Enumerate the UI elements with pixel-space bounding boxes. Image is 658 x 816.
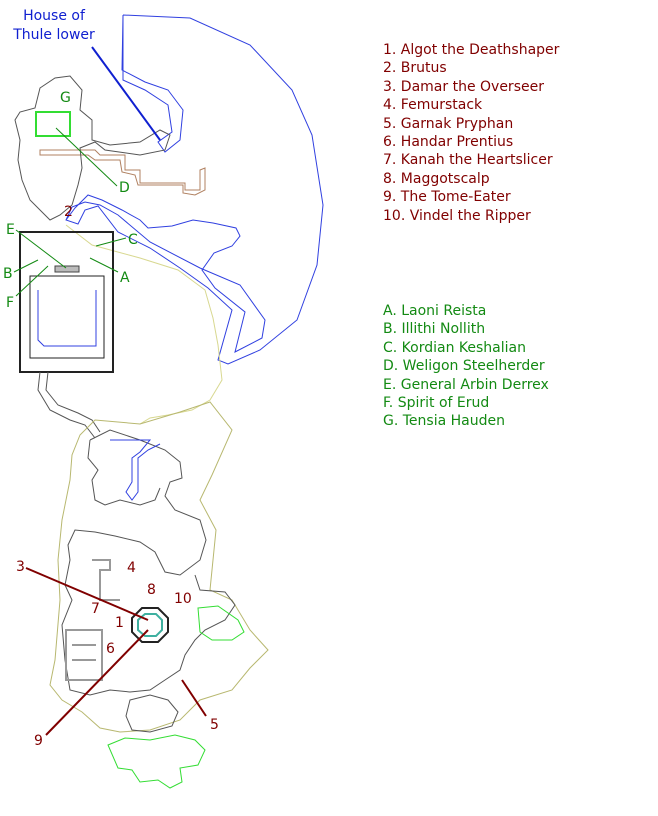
legend-item: 7. Kanah the Heartslicer [383,152,553,169]
pointer-line-9 [45,629,149,736]
marker-C: C [128,232,138,248]
zone-title: House of Thule lower [4,7,104,45]
grey-room-left [65,559,120,681]
green-bottom-area [107,734,206,789]
legend-item: F. Spirit of Erud [383,395,490,412]
legend-item: 10. Vindel the Ripper [383,207,531,224]
pointer-line-B [13,259,39,273]
legend-item: A. Laoni Reista [383,303,487,319]
connector-path [37,371,101,439]
legend-item: 2. Brutus [383,60,447,77]
npc-legend: A. Laoni Reista B. Illithi Nollith C. Ko… [383,302,549,431]
marker-7: 7 [91,601,100,617]
marker-A: A [120,270,130,286]
pointer-line-5 [181,679,207,717]
center-octagon-inner [137,613,163,637]
legend-item: C. Kordian Keshalian [383,339,526,356]
fortress-inner [29,275,105,359]
legend-item: 8. Maggotscalp [383,170,490,187]
marker-5: 5 [210,717,219,733]
pointer-line-E [15,229,67,269]
upper-wing-outline [14,75,171,221]
marker-4: 4 [127,560,136,576]
boss-legend: 1. Algot the Deathshaper 2. Brutus 3. Da… [383,41,559,225]
marker-10: 10 [174,591,192,607]
marker-E: E [6,222,15,238]
marker-2: 2 [64,204,73,220]
legend-item: 1. Algot the Deathshaper [383,42,560,58]
lower-cave-wall [61,429,236,696]
center-octagon [131,607,169,643]
pointer-line-A [89,257,119,273]
title-pointer-line [91,46,161,141]
blue-route-outline [65,14,324,365]
legend-item: 9. The Tome-Eater [383,189,511,206]
pointer-line-F [15,265,49,297]
pointer-line-C [95,237,127,247]
pointer-line-3 [25,567,149,621]
lower-area-olive [49,401,269,733]
marker-6: 6 [106,641,115,657]
zone-title-line1: House of [23,8,85,24]
legend-item: B. Illithi Nollith [383,321,486,338]
marker-3: 3 [16,559,25,575]
green-room-upper [35,111,71,137]
blue-structure [110,439,161,501]
zone-title-line2: Thule lower [13,27,95,43]
lower-hub-outline [125,694,179,733]
marker-1: 1 [115,615,124,631]
upper-corridor [39,149,206,196]
legend-item: 5. Garnak Pryphan [383,115,514,132]
marker-8: 8 [147,582,156,598]
legend-item: G. Tensia Hauden [383,413,505,430]
legend-item: 3. Damar the Overseer [383,78,544,95]
marker-D: D [119,180,130,196]
legend-item: D. Weligon Steelherder [383,358,545,375]
legend-item: E. General Arbin Derrex [383,376,549,393]
marker-G: G [60,90,71,106]
yellow-route [65,224,223,425]
fortress-blue-path [37,290,97,347]
green-room-lower [197,605,245,641]
pointer-line-D [55,127,118,187]
fortress-door [54,265,80,273]
legend-item: 4. Femurstack [383,97,483,114]
legend-item: 6. Handar Prentius [383,134,514,151]
marker-F: F [6,295,14,311]
marker-9: 9 [34,733,43,749]
marker-B: B [3,266,13,282]
fortress-outer [19,231,114,373]
